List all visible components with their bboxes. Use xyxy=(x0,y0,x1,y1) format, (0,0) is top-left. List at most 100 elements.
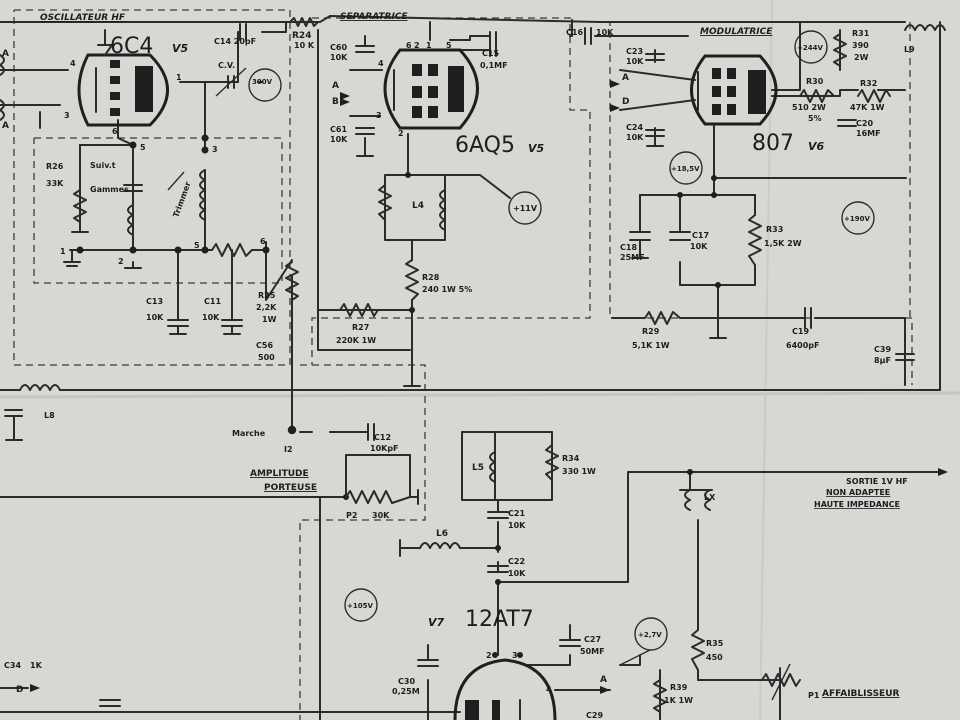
label-c27v: 50MF xyxy=(580,647,605,656)
label-c15v: 0,1MF xyxy=(480,61,508,70)
tube-6aq5-ref: V5 xyxy=(528,142,545,155)
label-c16v: 10K xyxy=(596,28,614,37)
label-c16: C16 xyxy=(566,28,583,37)
label-c13: C13 xyxy=(146,297,163,306)
label-c56: C56 xyxy=(256,341,273,350)
voltage-markers xyxy=(248,30,875,666)
label-c34v: 1K xyxy=(30,661,43,670)
label-l6: L6 xyxy=(436,529,448,539)
label-c39v: 8μF xyxy=(874,356,891,365)
terminal-label: A xyxy=(2,121,9,131)
label-lx: LX xyxy=(704,493,716,502)
terminal-label: 4 xyxy=(70,59,76,68)
label-r31w: 2W xyxy=(854,53,869,62)
label-non-adaptee: NON ADAPTEE xyxy=(826,488,890,497)
label-r25w: 1W xyxy=(262,315,277,324)
terminal-label: 3 xyxy=(212,145,218,154)
terminal-label: 5 xyxy=(140,143,146,152)
label-suiv: Suiv.t xyxy=(90,161,116,170)
label-l5: L5 xyxy=(472,463,484,473)
voltage-labels: 300V +244V +11V +18,5V +190V +105V +2,7V xyxy=(252,44,870,639)
label-r33v: 1,5K 2W xyxy=(764,239,802,248)
voltage-2-7: +2,7V xyxy=(638,631,662,639)
terminal-label: B xyxy=(332,97,339,107)
label-c56v: 500 xyxy=(258,353,275,362)
label-r39v: 1K 1W xyxy=(664,696,693,705)
label-cv: C.V. xyxy=(218,61,235,70)
terminal-label: 6 xyxy=(112,127,118,136)
terminal-label: 2 xyxy=(486,651,492,660)
label-c11v: 10K xyxy=(202,313,220,322)
paper-fold xyxy=(759,0,773,720)
label-haute-impedance: HAUTE IMPEDANCE xyxy=(814,500,900,509)
section-titles: OSCILLATEUR HF SEPARATRICE MODULATRICE xyxy=(40,12,773,37)
terminal-label: A xyxy=(332,81,339,91)
label-c21v: 10K xyxy=(508,521,526,530)
label-r34v: 330 1W xyxy=(562,467,596,476)
label-c30: C30 xyxy=(398,677,415,686)
label-c19v: 6400pF xyxy=(786,341,819,350)
voltage-190: +190V xyxy=(844,215,870,223)
terminal-label: 1 xyxy=(60,247,66,256)
label-r26: R26 xyxy=(46,162,64,171)
label-c24: C24 xyxy=(626,123,643,132)
tube-807-name: 807 xyxy=(752,131,794,156)
label-c61: C61 xyxy=(330,125,347,134)
label-r33: R33 xyxy=(766,225,783,234)
terminal-label: 2 xyxy=(414,41,420,50)
label-r32v: 47K 1W xyxy=(850,103,885,112)
label-r32: R32 xyxy=(860,79,877,88)
terminal-label: 6 xyxy=(406,41,412,50)
label-r28: R28 xyxy=(422,273,440,282)
terminal-label: 6 xyxy=(260,237,266,246)
label-r35: R35 xyxy=(706,639,724,648)
terminal-label: 5 xyxy=(194,241,200,250)
voltage-300: 300V xyxy=(252,78,273,86)
label-c17: C17 xyxy=(692,231,709,240)
label-r30t: 5% xyxy=(808,114,822,123)
arrow-heads xyxy=(30,80,948,694)
label-sortie: SORTIE 1V HF xyxy=(846,477,908,486)
label-r31: R31 xyxy=(852,29,870,38)
voltage-105: +105V xyxy=(347,602,373,610)
label-c24v: 10K xyxy=(626,133,644,142)
dashed-enclosures xyxy=(13,9,913,720)
label-c21: C21 xyxy=(508,509,525,518)
label-c15: C15 xyxy=(482,49,499,58)
voltage-11: +11V xyxy=(513,204,538,213)
tube-6c4-ref: V5 xyxy=(172,42,189,55)
label-c19: C19 xyxy=(792,327,809,336)
label-l4: L4 xyxy=(412,201,424,211)
label-p2v: 30K xyxy=(372,511,390,520)
tube-6aq5-name: 6AQ5 xyxy=(455,133,515,158)
label-p2: P2 xyxy=(346,511,357,520)
label-c22v: 10K xyxy=(508,569,526,578)
label-r26v: 33K xyxy=(46,179,64,188)
label-amplitude: AMPLITUDE xyxy=(250,469,309,479)
label-marche: Marche xyxy=(232,429,266,438)
resistors xyxy=(73,17,891,713)
tube-807 xyxy=(690,54,778,126)
label-r24v: 10 K xyxy=(294,41,315,50)
label-l9: L9 xyxy=(904,45,915,54)
terminal-label: 3 xyxy=(512,651,518,660)
label-p1: P1 xyxy=(808,691,820,700)
tube-807-ref: V6 xyxy=(808,140,825,153)
label-r24: R24 xyxy=(292,31,311,41)
label-c12v: 10KpF xyxy=(370,444,399,453)
label-r25v: 2,2K xyxy=(256,303,277,312)
label-c29: C29 xyxy=(586,711,603,720)
label-gammes: Gammes xyxy=(90,185,129,194)
capacitors xyxy=(4,23,915,707)
tube-12at7-ref: V7 xyxy=(428,616,445,629)
sep-section-title: SEPARATRICE xyxy=(340,12,408,22)
terminal-label: 1 xyxy=(426,41,432,50)
voltage-18-5: +18,5V xyxy=(671,165,700,173)
label-c60: C60 xyxy=(330,43,347,52)
label-r29v: 5,1K 1W xyxy=(632,341,670,350)
label-r31v: 390 xyxy=(852,41,869,50)
terminal-label: 4 xyxy=(378,59,384,68)
terminal-label: D xyxy=(16,685,23,695)
